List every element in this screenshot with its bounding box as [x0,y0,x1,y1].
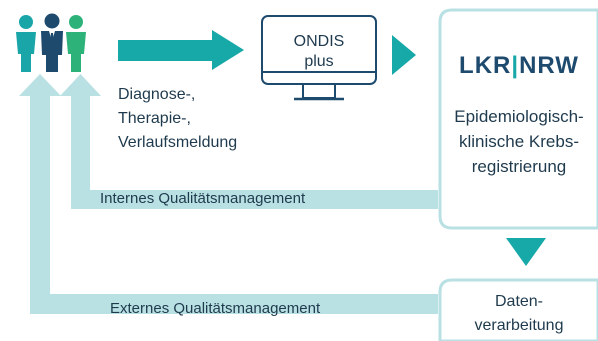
monitor-icon [261,15,377,101]
ondis-line2: plus [304,53,334,70]
reporting-line2: Therapie-, [118,110,191,127]
external-qm-arrow [19,74,438,314]
processing-box [438,278,598,341]
lkr-nrw-logo: LKR|NRW [440,52,598,80]
person-teal-icon [16,15,36,72]
registry-label: Epidemiologisch- klinische Krebs- regist… [440,104,598,179]
processing-label: Daten- verarbeitung [440,290,598,338]
registry-line3: registrierung [471,157,567,176]
logo-separator: | [511,52,520,79]
reporting-line3: Verlaufsmeldung [118,134,238,151]
registry-line1: Epidemiologisch- [454,107,584,126]
reporting-label: Diagnose-, Therapie-, Verlaufsmeldung [118,83,237,155]
logo-right: NRW [519,52,579,79]
arrow-to-registry [392,35,416,75]
internal-qm-arrow [60,74,438,209]
external-qm-label: Externes Qualitätsmanagement [110,300,321,317]
person-green-icon [66,15,86,72]
ondis-label: ONDIS plus [268,32,370,72]
person-navy-icon [41,13,63,72]
registry-box [438,8,598,230]
reporting-line1: Diagnose-, [118,86,196,103]
registry-line2: klinische Krebs- [459,132,579,151]
ondis-line1: ONDIS [293,33,345,50]
logo-left: LKR [459,52,512,79]
arrow-to-ondis [118,30,244,70]
processing-line1: Daten- [494,293,544,310]
internal-qm-label: Internes Qualitätsmanagement [100,190,306,207]
processing-line2: verarbeitung [474,317,564,334]
arrow-to-processing [506,238,546,266]
